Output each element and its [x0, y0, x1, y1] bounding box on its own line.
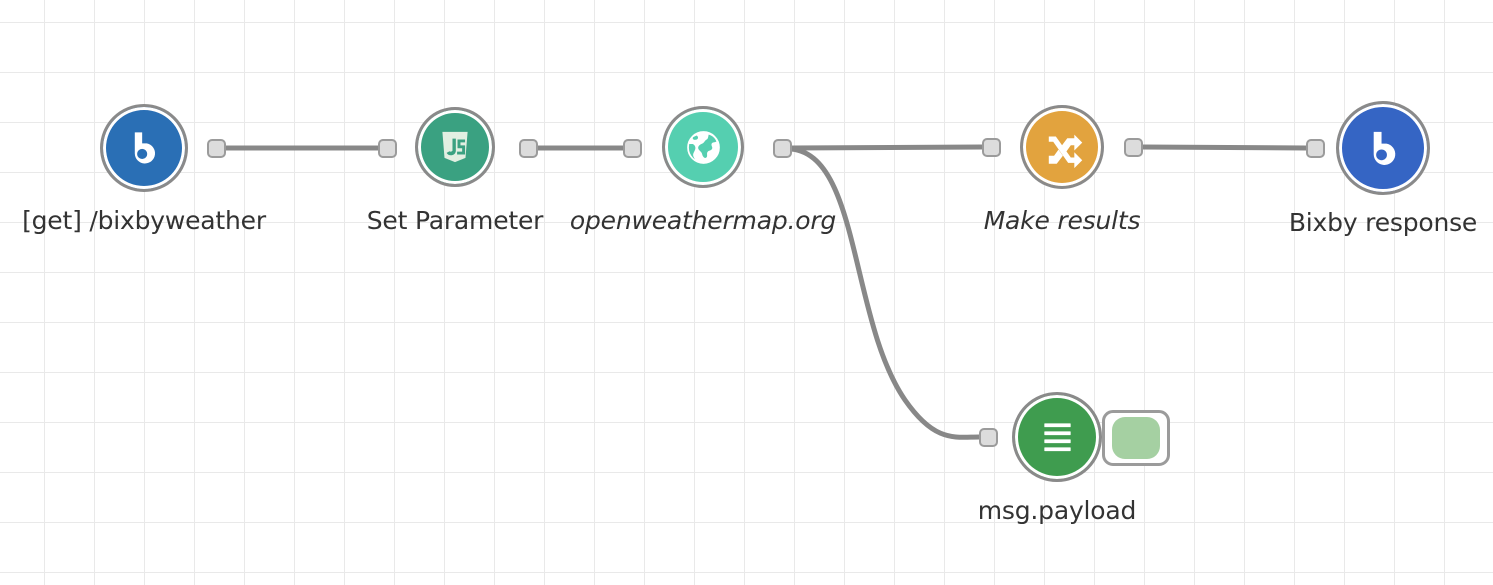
javascript-icon: [442, 131, 468, 163]
port-set-parameter-input[interactable]: [378, 139, 397, 158]
port-openweathermap-output[interactable]: [773, 139, 792, 158]
port-bixby-response-input[interactable]: [1306, 139, 1325, 158]
debug-list-icon: [1043, 422, 1071, 451]
node-set-parameter-label: Set Parameter: [366, 206, 544, 235]
node-openweathermap-disc[interactable]: [662, 106, 744, 188]
node-bixby-response-label: Bixby response: [1288, 208, 1478, 237]
debug-enable-toggle-button[interactable]: [1112, 417, 1160, 459]
bixby-icon: [134, 132, 156, 164]
node-set-parameter-disc[interactable]: [415, 107, 495, 187]
port-set-parameter-output[interactable]: [519, 139, 538, 158]
node-make-results-disc[interactable]: [1020, 105, 1104, 189]
link-openweathermap-to-debug[interactable]: [788, 146, 982, 440]
port-bixby-in-output[interactable]: [207, 139, 226, 158]
link-make-results-to-bixby-response[interactable]: [1139, 144, 1309, 151]
globe-icon: [686, 130, 720, 164]
node-bixby-response-disc[interactable]: [1336, 101, 1430, 195]
node-bixby-in-label: [get] /bixbyweather: [22, 206, 266, 235]
port-make-results-input[interactable]: [982, 138, 1001, 157]
node-debug-msg-payload-label: msg.payload: [977, 496, 1137, 525]
port-openweathermap-input[interactable]: [623, 139, 642, 158]
node-bixby-in-disc[interactable]: [100, 104, 188, 192]
shuffle-icon: [1048, 134, 1083, 169]
node-debug-msg-payload-disc[interactable]: [1012, 392, 1102, 482]
port-make-results-output[interactable]: [1124, 138, 1143, 157]
node-openweathermap-label: openweathermap.org: [569, 206, 837, 235]
link-openweathermap-to-make-results[interactable]: [788, 144, 985, 151]
bixby-icon: [1373, 131, 1395, 165]
node-make-results-label: Make results: [983, 206, 1141, 235]
port-debug-input[interactable]: [979, 428, 998, 447]
debug-enable-toggle[interactable]: [1102, 410, 1170, 466]
